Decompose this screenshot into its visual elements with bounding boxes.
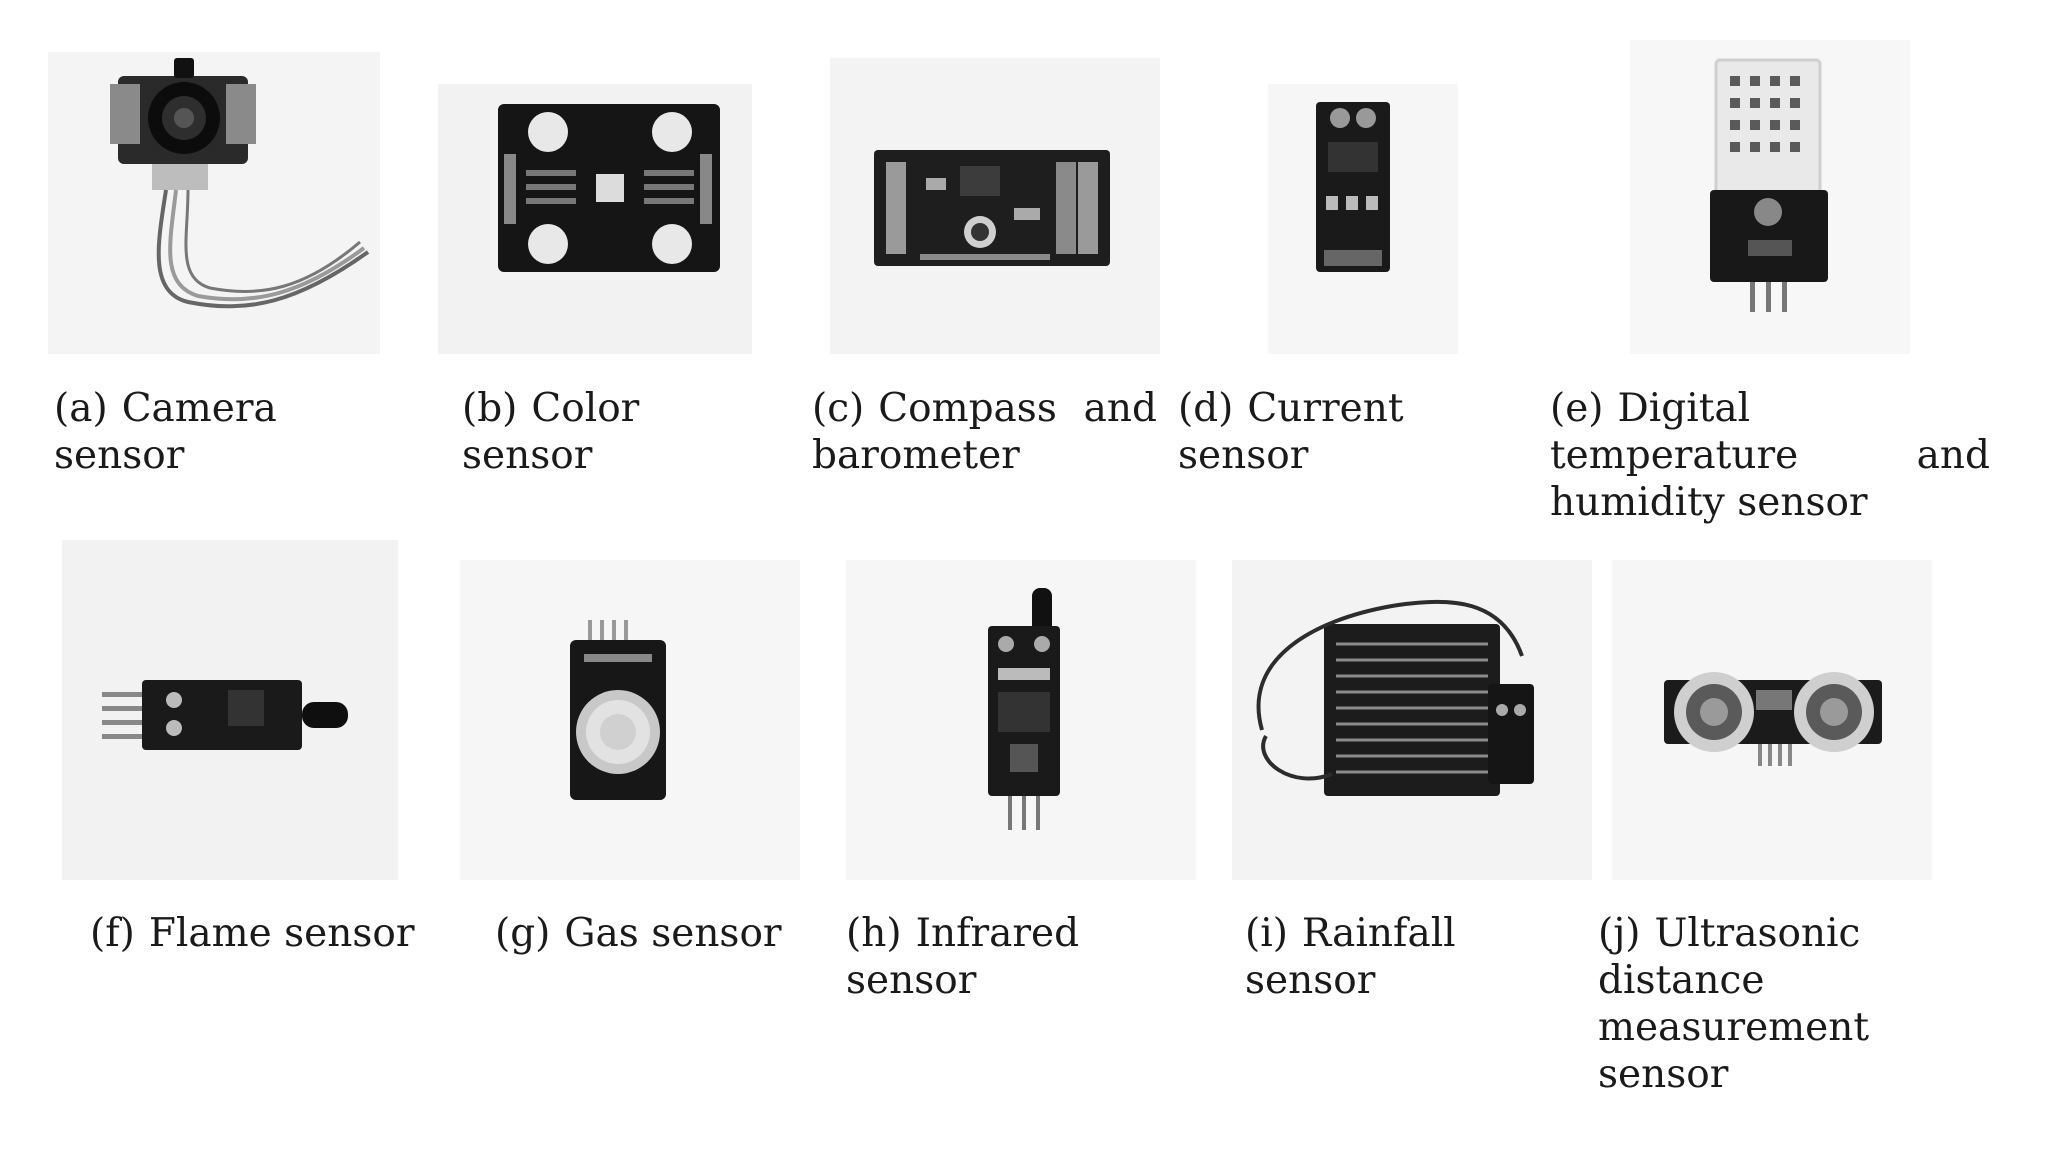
compass-barometer-photo xyxy=(830,58,1160,354)
caption-d: (d)Current sensor xyxy=(1178,386,1404,478)
camera-sensor-photo xyxy=(48,52,380,354)
color-sensor-photo xyxy=(438,84,752,354)
caption-a: (a)Camera sensor xyxy=(54,386,277,478)
caption-g: (g)Gas sensor xyxy=(495,911,782,956)
caption-e: (e)Digital temperature and humidity sens… xyxy=(1550,386,1990,525)
ultrasonic-sensor-photo xyxy=(1612,560,1932,880)
flame-sensor-photo xyxy=(62,540,398,880)
rainfall-sensor-photo xyxy=(1232,560,1592,880)
gas-sensor-photo xyxy=(460,560,800,880)
caption-h: (h)Infrared sensor xyxy=(846,911,1080,1003)
caption-j: (j)Ultrasonic distance measurement senso… xyxy=(1598,911,1870,1097)
current-sensor-photo xyxy=(1268,84,1458,354)
caption-b: (b)Color sensor xyxy=(462,386,640,478)
caption-i: (i)Rainfall sensor xyxy=(1245,911,1456,1003)
temperature-humidity-sensor-photo xyxy=(1630,40,1910,354)
caption-f: (f)Flame sensor xyxy=(90,911,415,956)
infrared-sensor-photo xyxy=(846,560,1196,880)
caption-c: (c)Compass and barometer xyxy=(812,386,1157,478)
